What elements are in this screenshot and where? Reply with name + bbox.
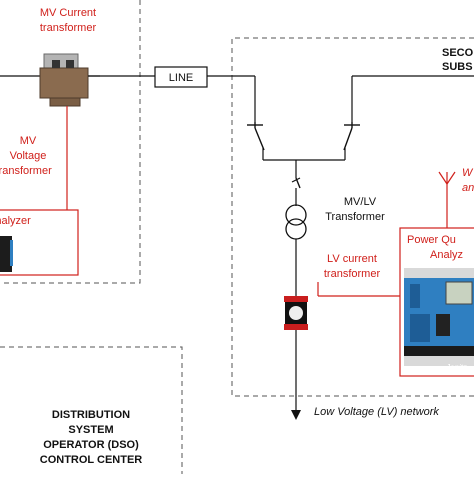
lv-ct-label-line2: transformer — [324, 268, 381, 280]
mvlv-transformer-label-line1: MV/LV — [344, 196, 377, 208]
power-quality-analyzer-box — [399, 227, 474, 377]
mv-vt-label-line1: MV — [20, 135, 37, 147]
line-label: LINE — [169, 72, 193, 84]
dso-label-line2: SYSTEM — [68, 424, 113, 436]
pq-analyzer-label-line2: Analyz — [430, 249, 463, 261]
antenna-icon — [438, 171, 456, 228]
wireless-label-line2: an — [462, 182, 474, 194]
wireless-label-line1: W — [462, 167, 474, 179]
dso-label-line3: OPERATOR (DSO) — [43, 439, 139, 451]
mv-ct-label-line1: MV Current — [40, 7, 96, 19]
mvlv-transformer-label-line2: Transformer — [325, 211, 385, 223]
dso-label-line1: DISTRIBUTION — [52, 409, 130, 421]
lv-arrow-icon — [291, 410, 301, 420]
pq-analyzer-label-line1: Power Qu — [407, 234, 456, 246]
left-analyzer-device-icon — [0, 236, 12, 272]
secondary-substation-label-line2: SUBS — [442, 61, 473, 73]
mv-vt-label-line2: Voltage — [10, 150, 47, 162]
left-analyzer-label: Analyzer — [0, 215, 31, 227]
power-quality-analyzer-device — [404, 268, 474, 366]
lv-ct-label-line1: LV current — [327, 253, 377, 265]
secondary-substation-label-line1: SECO — [442, 47, 474, 59]
lv-network-label: Low Voltage (LV) network — [314, 406, 439, 418]
device-brand-label: Janitz — [445, 363, 467, 372]
transformer-switch-icon — [291, 177, 301, 206]
mv-substation-dashed-border — [0, 0, 141, 284]
lv-current-transformer-device — [284, 296, 308, 330]
line-box — [154, 66, 208, 88]
switch-left-icon — [247, 122, 265, 160]
secondary-substation-dashed-border — [231, 37, 474, 397]
left-analyzer-box — [0, 209, 79, 276]
left-analyzer-device-accent — [10, 240, 13, 266]
dso-control-center-dashed-border — [0, 346, 183, 474]
mv-ct-label-line2: transformer — [40, 22, 97, 34]
mvlv-transformer-icon — [285, 204, 307, 240]
mv-vt-label-line3: Transformer — [0, 165, 52, 177]
dso-label-line4: CONTROL CENTER — [40, 454, 143, 466]
switch-right-icon — [343, 122, 360, 160]
mv-current-transformer-device — [39, 53, 89, 107]
